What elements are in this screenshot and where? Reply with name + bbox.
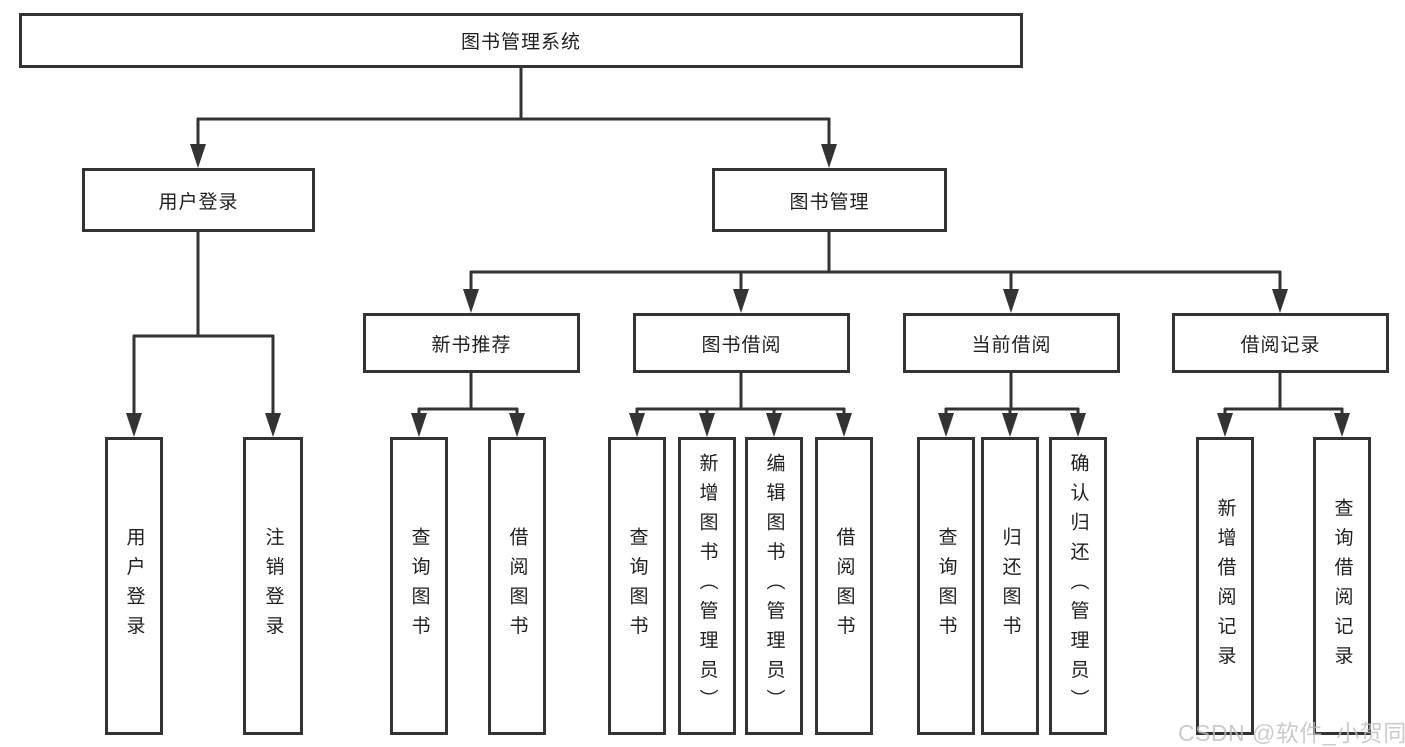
leaf-edit-books-admin: 编辑图书（管理员） xyxy=(745,437,803,735)
leaf-query-books-borrowing: 查询图书 xyxy=(608,437,666,735)
leaf-logout-login: 注销登录 xyxy=(243,437,303,735)
node-book-management-branch: 图书管理 xyxy=(712,168,947,232)
leaf-borrow-books-recommend: 借阅图书 xyxy=(488,437,546,735)
leaf-query-books-recommend: 查询图书 xyxy=(390,437,448,735)
leaf-add-borrow-record: 新增借阅记录 xyxy=(1196,437,1254,735)
node-book-borrowing: 图书借阅 xyxy=(633,313,850,373)
leaf-query-borrow-record: 查询借阅记录 xyxy=(1313,437,1371,735)
leaf-add-books-admin: 新增图书（管理员） xyxy=(678,437,736,735)
node-user-login-branch: 用户登录 xyxy=(82,168,315,232)
watermark-csdn: CSDN @软件_小贺同学 xyxy=(1178,720,1405,746)
leaf-borrow-books-borrowing: 借阅图书 xyxy=(815,437,873,735)
leaf-query-books-current: 查询图书 xyxy=(917,437,975,735)
leaf-confirm-return-admin: 确认归还（管理员） xyxy=(1049,437,1107,735)
leaf-return-books: 归还图书 xyxy=(981,437,1039,735)
node-library-management-system: 图书管理系统 xyxy=(19,13,1023,68)
node-current-borrowing: 当前借阅 xyxy=(903,313,1120,373)
node-borrowing-records: 借阅记录 xyxy=(1172,313,1389,373)
node-new-book-recommendation: 新书推荐 xyxy=(363,313,580,373)
leaf-user-login: 用户登录 xyxy=(105,437,163,735)
